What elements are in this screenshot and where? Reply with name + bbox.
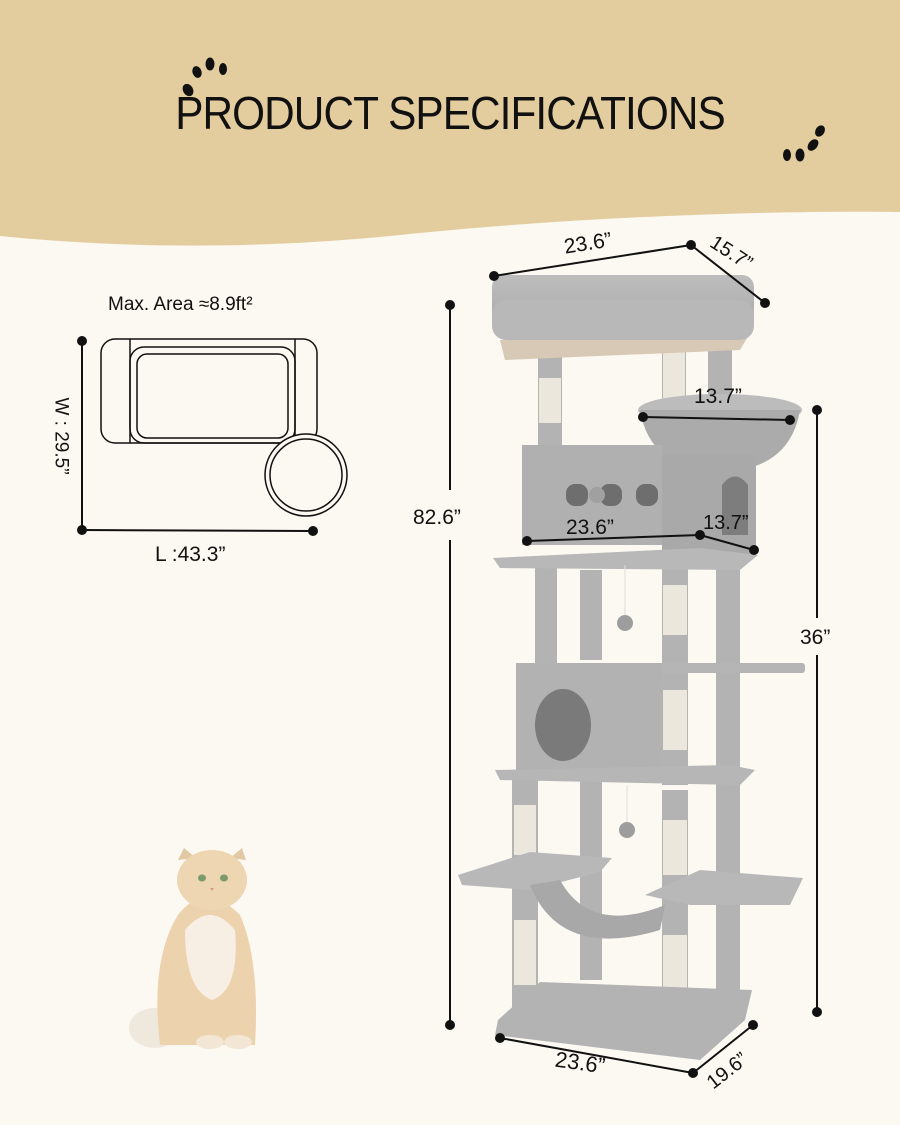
length-label: L :43.3”	[155, 543, 226, 566]
width-label: W : 29.5”	[50, 397, 72, 475]
max-area-label: Max. Area ≈8.9ft²	[108, 294, 253, 315]
base-depth-label: 19.6”	[702, 1048, 753, 1094]
basket-diameter-label: 13.7”	[694, 385, 742, 408]
base-width-label: 23.6”	[553, 1046, 607, 1079]
total-height-label: 82.6”	[413, 506, 461, 529]
page-title: PRODUCT SPECIFICATIONS	[175, 87, 726, 139]
header-banner	[0, 0, 900, 246]
mid-width-label: 23.6”	[566, 516, 614, 539]
mid-depth-label: 13.7”	[703, 512, 749, 534]
lower-height-label: 36”	[800, 626, 831, 649]
